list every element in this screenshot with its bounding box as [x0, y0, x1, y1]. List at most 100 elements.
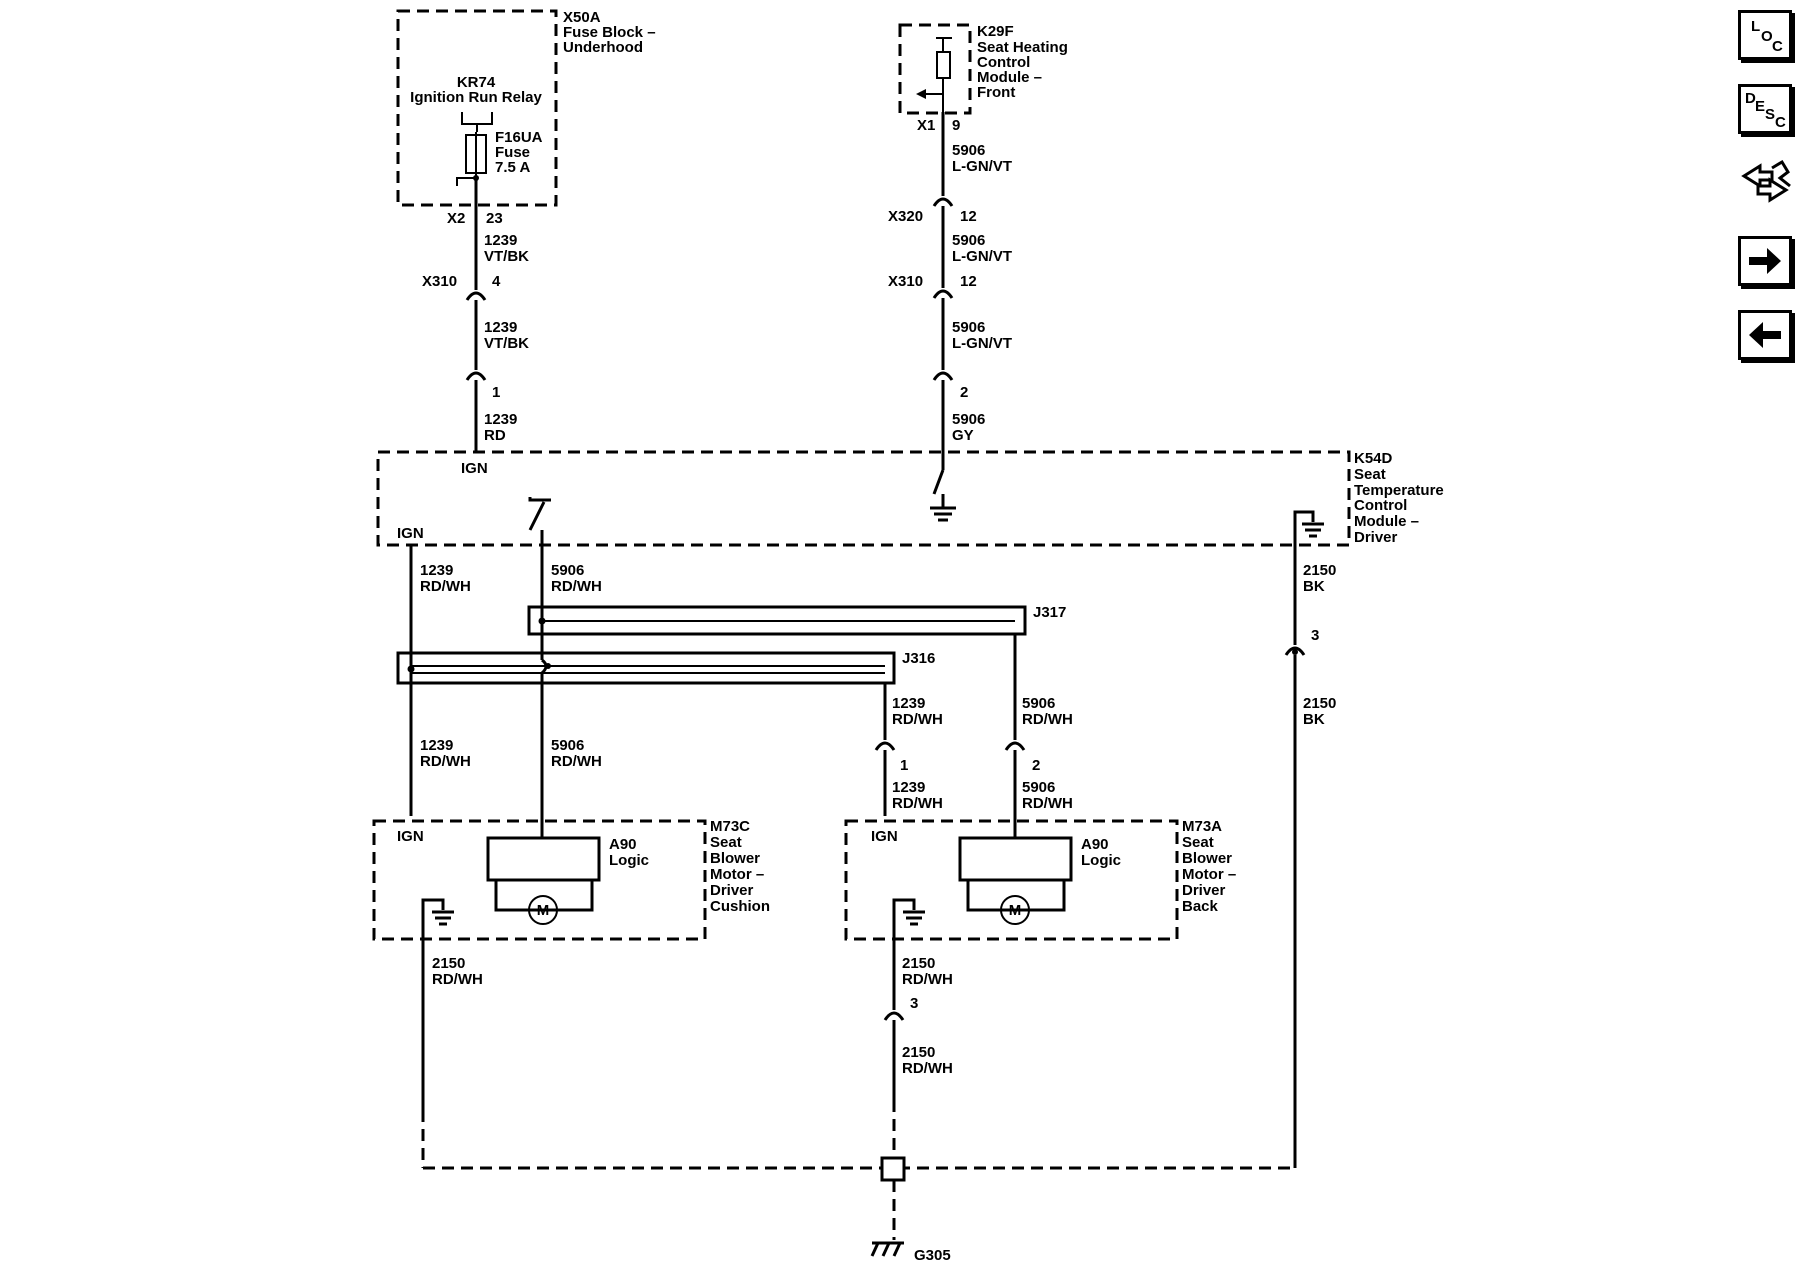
- wire-color: RD/WH: [1022, 711, 1073, 728]
- m73c-name-2: Blower: [710, 850, 760, 867]
- m73c-name-1: Seat: [710, 834, 742, 851]
- j316-label: J316: [902, 650, 935, 667]
- a90-name: Logic: [609, 852, 649, 869]
- description-button[interactable]: D E S C: [1738, 84, 1792, 134]
- wire-circuit: 1239: [420, 562, 453, 579]
- wire-color: RD/WH: [902, 971, 953, 988]
- wire-color: RD: [484, 427, 506, 444]
- ign-label: IGN: [397, 525, 424, 542]
- motor-symbol: M: [537, 902, 550, 919]
- wire-color: RD/WH: [1022, 795, 1073, 812]
- wire-color: RD/WH: [551, 578, 602, 595]
- a90-ref: A90: [609, 836, 637, 853]
- wire-color: RD/WH: [420, 578, 471, 595]
- ground-splice: [880, 1156, 906, 1182]
- m73a-name-3: Motor –: [1182, 866, 1236, 883]
- wire-color: GY: [952, 427, 974, 444]
- k29f-ref: K29F: [977, 23, 1014, 40]
- switch-icon: [528, 497, 551, 531]
- desc-c: C: [1775, 114, 1786, 131]
- f16ua-rating: 7.5 A: [495, 159, 530, 176]
- m73a-ref: M73A: [1182, 818, 1222, 835]
- desc-e: E: [1755, 98, 1765, 115]
- arrow-left-symbol: [916, 89, 926, 99]
- heater-element-symbol: [936, 51, 951, 79]
- arrow-left-icon: [1749, 322, 1781, 348]
- x320-connector: X320: [888, 208, 923, 225]
- j317-label: J317: [1033, 604, 1066, 621]
- wire-color: RD/WH: [432, 971, 483, 988]
- pin-label: 3: [910, 995, 918, 1012]
- motor-m73c: IGN M A90 Logic M73C Seat Blower Motor –…: [372, 818, 770, 941]
- x310-pin-left: 4: [492, 273, 501, 290]
- m73a-name-2: Blower: [1182, 850, 1232, 867]
- kr74-ref: KR74: [457, 74, 496, 91]
- wire-5906-to-m73a: 5906 RD/WH 2 5906 RD/WH: [1004, 634, 1073, 838]
- a90-ref: A90: [1081, 836, 1109, 853]
- m73a-name-1: Seat: [1182, 834, 1214, 851]
- next-page-button[interactable]: [1738, 236, 1792, 286]
- wire-circuit: 2150: [1303, 695, 1336, 712]
- ground-bus: G305: [421, 1100, 1297, 1264]
- wire-1239-to-m73c: 1239 RD/WH 1239 RD/WH: [409, 545, 471, 816]
- m73c-ref: M73C: [710, 818, 750, 835]
- wire-color: RD/WH: [420, 753, 471, 770]
- chassis-ground-icon: [870, 1241, 904, 1257]
- ground-icon: [1293, 510, 1324, 545]
- kr74-name: Ignition Run Relay: [410, 89, 542, 106]
- x2-pin: 23: [486, 210, 503, 227]
- wire-2150-k54d-ground: 2150 BK 3 2150 BK: [1284, 545, 1336, 1168]
- wire-circuit: 1239: [892, 695, 925, 712]
- pin-label: 3: [1311, 627, 1319, 644]
- ign-label: IGN: [871, 828, 898, 845]
- wire-circuit: 5906: [952, 232, 985, 249]
- wire-circuit: 5906: [952, 142, 985, 159]
- wire-1239-feed: X2 23 1239 VT/BK X310 4 1239 VT/BK 1 123…: [422, 178, 529, 452]
- motor-icon: [1000, 895, 1030, 925]
- k29f-name-2: Control: [977, 54, 1030, 71]
- k54d-name-4: Module –: [1354, 513, 1419, 530]
- desc-s: S: [1765, 106, 1775, 123]
- f16ua-ref: F16UA: [495, 129, 543, 146]
- x1-connector: X1: [917, 117, 935, 134]
- g305-label: G305: [914, 1247, 951, 1264]
- k54d-name-5: Driver: [1354, 529, 1398, 546]
- wire-color: BK: [1303, 711, 1325, 728]
- wire-5906-to-m73c: 5906 RD/WH 5906 RD/WH: [540, 530, 602, 838]
- ign-label: IGN: [397, 828, 424, 845]
- m73a-name-5: Back: [1182, 898, 1219, 915]
- x1-pin: 9: [952, 117, 960, 134]
- x310-connector-left: X310: [422, 273, 457, 290]
- loc-o: O: [1761, 28, 1773, 45]
- connector-view-button[interactable]: [1738, 158, 1792, 208]
- x50a-name-1: Fuse Block –: [563, 24, 656, 41]
- loc-l: L: [1751, 18, 1760, 35]
- wire-color: RD/WH: [892, 711, 943, 728]
- wire-circuit: 5906: [952, 319, 985, 336]
- previous-page-button[interactable]: [1738, 310, 1792, 360]
- wire-color: L-GN/VT: [952, 158, 1012, 175]
- motor-symbol: M: [1009, 902, 1022, 919]
- splice-j317: J317: [527, 604, 1066, 636]
- wire-5906-feed: X1 9 5906 L-GN/VT X320 12 5906 L-GN/VT X…: [888, 112, 1012, 495]
- m73a-name-4: Driver: [1182, 882, 1226, 899]
- location-button[interactable]: L O C: [1738, 10, 1792, 60]
- wire-circuit: 2150: [902, 955, 935, 972]
- k29f-name-4: Front: [977, 84, 1015, 101]
- wire-2150-m73c-ground: 2150 RD/WH: [421, 939, 483, 1110]
- wire-color: L-GN/VT: [952, 248, 1012, 265]
- pin-label: 2: [1032, 757, 1040, 774]
- k54d-name-3: Control: [1354, 497, 1407, 514]
- k54d-name-2: Temperature: [1354, 482, 1444, 499]
- wire-color: VT/BK: [484, 248, 529, 265]
- wire-circuit: 5906: [952, 411, 985, 428]
- arrow-right-icon: [1749, 248, 1781, 274]
- wire-circuit: 1239: [420, 737, 453, 754]
- x320-pin: 12: [960, 208, 977, 225]
- wire-circuit: 5906: [1022, 779, 1055, 796]
- wire-circuit: 1239: [484, 232, 517, 249]
- ground-icon: [421, 898, 454, 939]
- logic-box: [486, 836, 601, 882]
- ground-icon: [930, 494, 956, 522]
- f16ua-name: Fuse: [495, 144, 530, 161]
